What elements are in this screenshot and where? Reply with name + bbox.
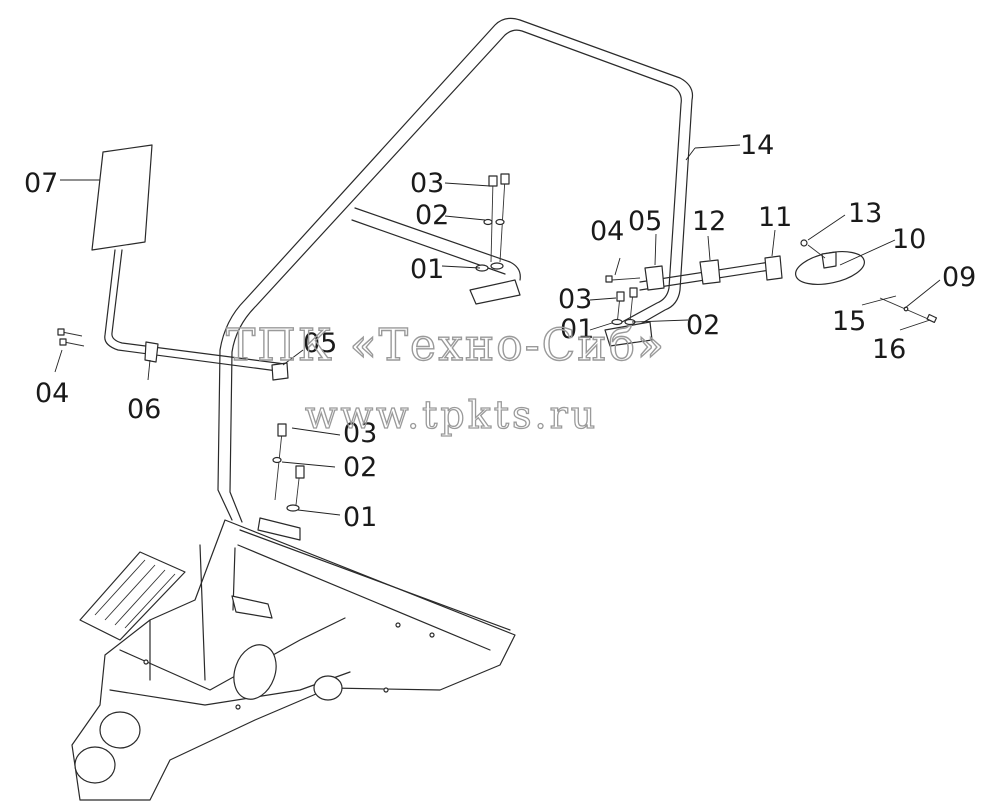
callout-labels: 07 04 06 05 03 02 01 03 02 01 14 04 05 1… bbox=[24, 130, 976, 533]
right-mirror-arm bbox=[605, 255, 783, 326]
watermark-company: ТПК «Техно-Сиб» bbox=[226, 320, 666, 371]
callout-04-right: 04 bbox=[590, 216, 624, 247]
callout-11: 11 bbox=[758, 202, 792, 233]
callout-01-low: 01 bbox=[343, 502, 377, 533]
callout-04-left: 04 bbox=[35, 378, 69, 409]
callout-14: 14 bbox=[740, 130, 774, 161]
mirror-assembly bbox=[57, 144, 289, 381]
callout-03-low: 03 bbox=[343, 418, 377, 449]
mirror-bracket bbox=[271, 362, 289, 381]
callout-02-top: 02 bbox=[415, 200, 449, 231]
callout-02-low: 02 bbox=[343, 452, 377, 483]
callout-01-right: 01 bbox=[560, 314, 594, 345]
upper-fastener-stack bbox=[475, 173, 510, 272]
mirror-glass bbox=[91, 144, 153, 251]
watermark: ТПК «Техно-Сиб» www.tpkts.ru bbox=[225, 319, 666, 437]
callout-13: 13 bbox=[848, 198, 882, 229]
callout-15: 15 bbox=[832, 306, 866, 337]
watermark-url: www.tpkts.ru bbox=[305, 393, 598, 437]
holder-11 bbox=[764, 255, 783, 281]
base-frame bbox=[71, 519, 516, 801]
mirror-clamp bbox=[144, 341, 159, 363]
callout-02-right: 02 bbox=[686, 310, 720, 341]
leader-lines bbox=[54, 144, 941, 516]
callout-16: 16 bbox=[872, 334, 906, 365]
callout-03-top: 03 bbox=[410, 168, 444, 199]
round-mirror bbox=[795, 239, 938, 324]
callout-05-right: 05 bbox=[628, 206, 662, 237]
callout-01-top: 01 bbox=[410, 254, 444, 285]
callout-06: 06 bbox=[127, 394, 161, 425]
clamp-12 bbox=[699, 259, 721, 285]
callout-03-right: 03 bbox=[558, 284, 592, 315]
handrail-tube bbox=[217, 17, 694, 523]
lower-fastener-stack bbox=[257, 423, 305, 541]
callout-09: 09 bbox=[942, 262, 976, 293]
callout-12: 12 bbox=[692, 206, 726, 237]
callout-05-center: 05 bbox=[303, 328, 337, 359]
callout-10: 10 bbox=[892, 224, 926, 255]
callout-07: 07 bbox=[24, 168, 58, 199]
right-bracket-05 bbox=[644, 265, 665, 291]
